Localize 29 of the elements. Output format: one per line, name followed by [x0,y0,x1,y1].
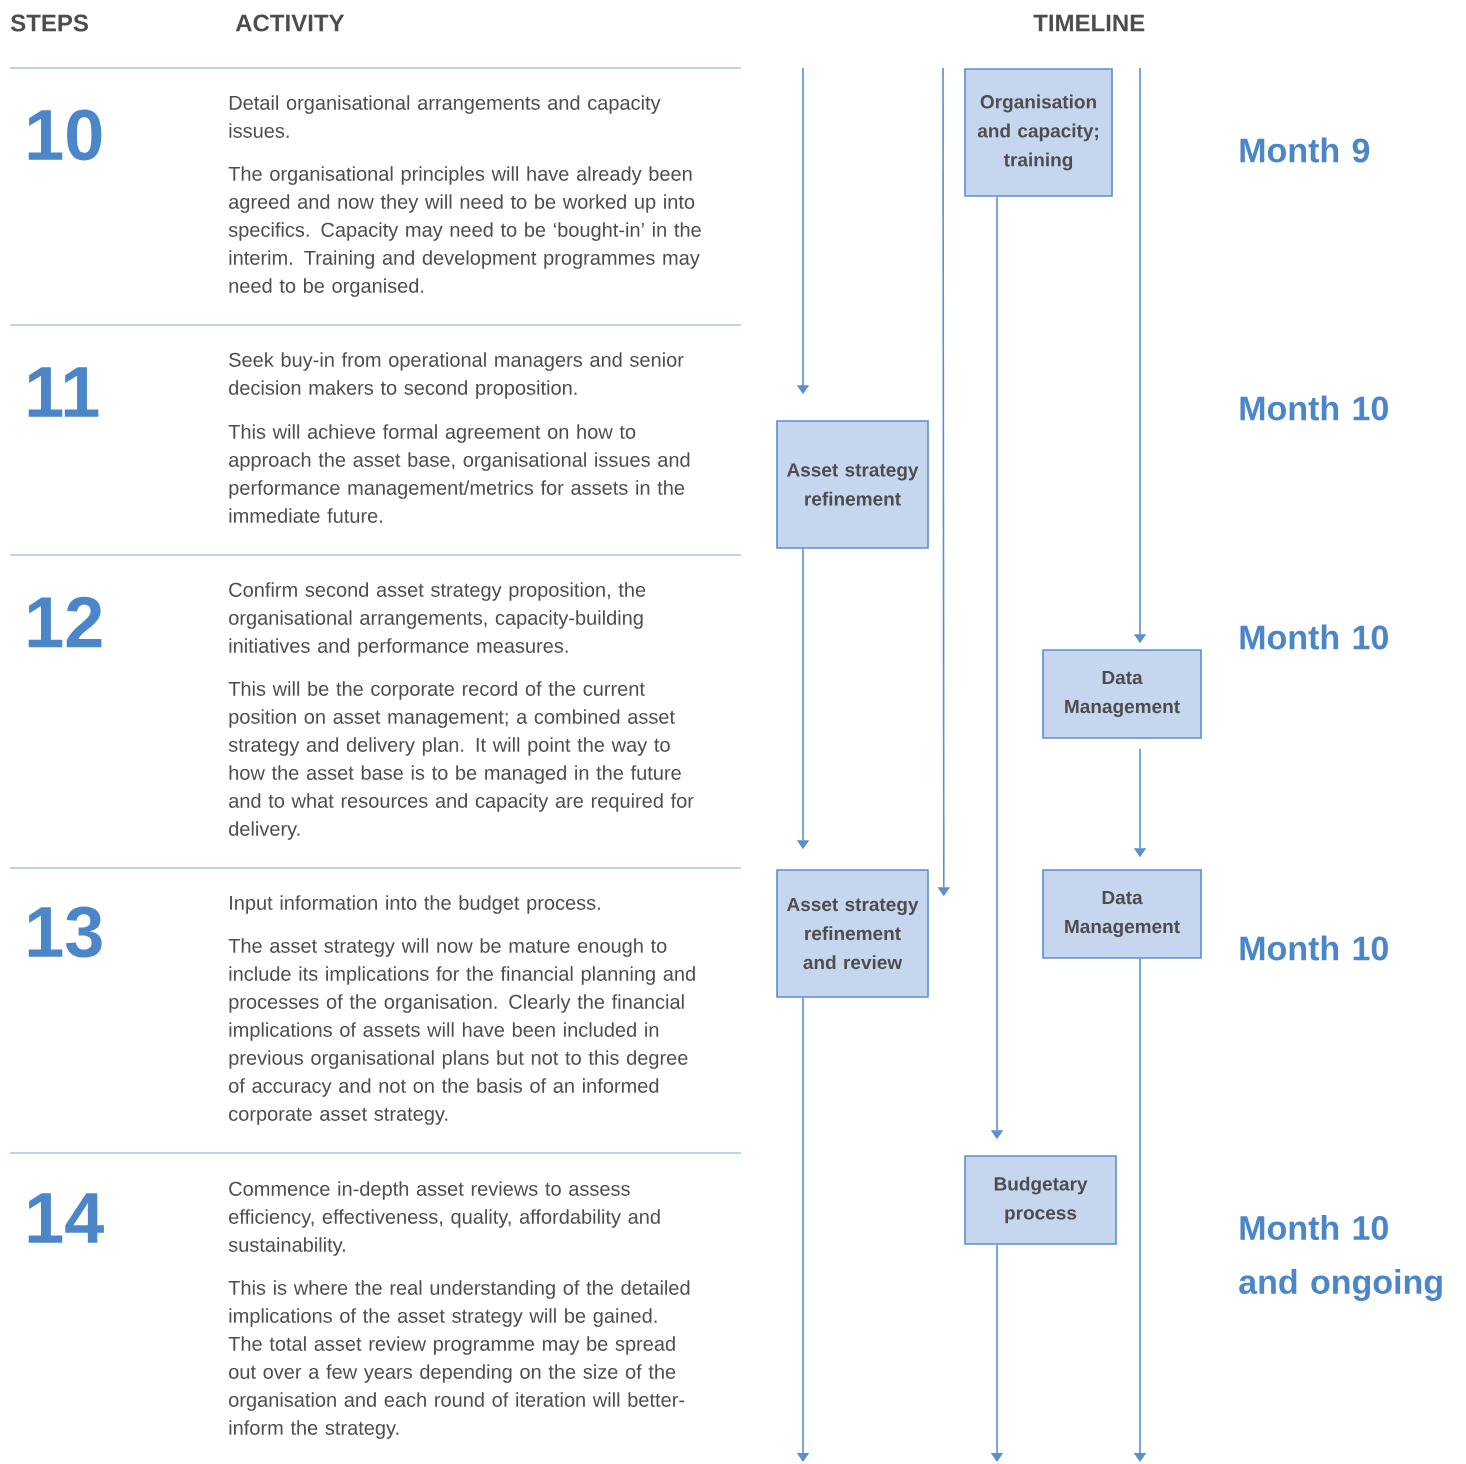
process-box: Organisation and capacity; training [964,68,1113,197]
month-label: Month 10 [1240,624,1388,650]
process-box: Data Management [1042,649,1202,739]
activity-text: Detail organisational arrangements and capacity issues. [229,95,661,138]
column-heading: STEPS [10,14,88,32]
column-heading: TIMELINE [1033,14,1145,32]
step-number: 14 [28,1193,104,1243]
step-number: 13 [28,906,102,958]
activity-text: This will be the corporate record of the current position on asset management; a combined asset strategy and delivery plan. It will point the way to how the asset base is to be managed in the future and to what resources and capacity are required for delivery. [228,681,694,840]
process-box: Asset strategy refinement and review [776,869,929,998]
step-number: 12 [28,596,102,648]
process-box: Data Management [1042,869,1202,959]
process-box: Asset strategy refinement [776,420,929,549]
activity-text: This will achieve formal agreement on how to approach the asset base, organisational issues and performance management/metrics for assets in the immediate future. [228,424,690,523]
activity-text: This is where the real understanding of the detailed implications of the asset strategy will be gained. The total asset review programme may be spread out over a few years depending on the size of the organisation and each round of iteration will better-inform the strategy. [228,1280,690,1439]
step-number: 10 [28,109,102,161]
process-box: Budgetary process [964,1155,1117,1245]
activity-text: The organisational principles will have already been agreed and now they will need to be worked up into specifics. Capacity may need to be ‘bought-in’ in the interim. Training and development programmes may need to be organised. [228,166,701,297]
activity-text: Commence in-depth asset reviews to assess efficiency, effectiveness, quality, affordability and sustainability. [228,1181,660,1256]
month-label: Month 10 [1240,935,1388,961]
activity-text: Confirm second asset strategy proposition, the organisational arrangements, capacity-building initiatives and performance measures. [229,582,646,657]
column-heading: ACTIVITY [235,14,345,32]
month-label: Month 9 [1240,137,1370,163]
month-label: Month 10 [1240,395,1388,421]
step-number: 11 [28,367,99,417]
month-label: Month 10 and ongoing [1239,1215,1442,1301]
activity-text: Seek buy-in from operational managers and senior decision makers to second proposition. [229,352,684,399]
activity-text: The asset strategy will now be mature enough to include its implications for the financial planning and processes of the organisation. Clearly the financial implications of assets will have been included in previous organisational plans but not to this degree of accuracy and not on the basis of an informed corporate asset strategy. [228,938,695,1125]
activity-text: Input information into the budget process. [230,895,600,914]
